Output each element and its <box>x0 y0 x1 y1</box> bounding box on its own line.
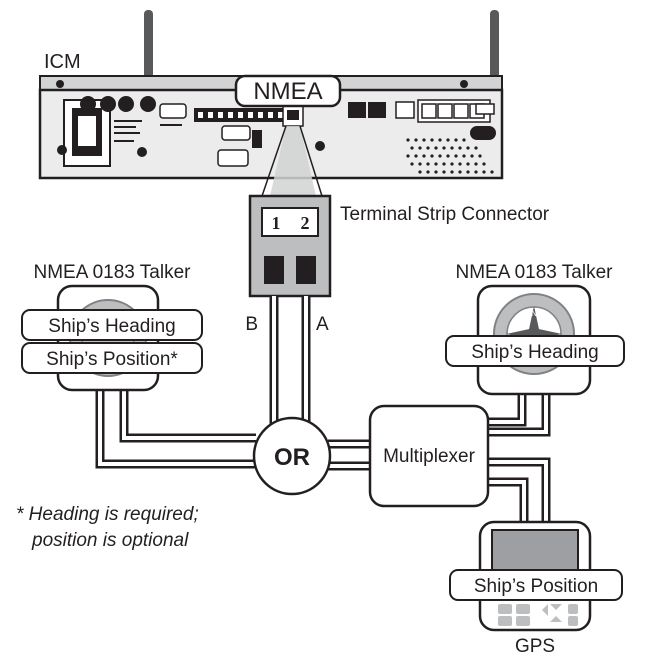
wire-a-label: A <box>316 314 329 335</box>
icm-device: ICM NMEA <box>38 10 504 180</box>
terminal-strip-connector: 1 2 Terminal Strip Connector B A <box>245 194 550 335</box>
nmea-callout-label: NMEA <box>253 78 322 105</box>
zoom-beam <box>270 126 316 196</box>
pin-2-socket <box>296 256 316 284</box>
wire-mux-link <box>328 439 372 471</box>
connector-pin-labels <box>261 207 319 237</box>
gps-device: Ship’s Position GPS <box>449 520 623 657</box>
multiplexer-box <box>368 404 490 508</box>
right-talker-title: NMEA 0183 Talker <box>455 262 613 283</box>
right-talker: NMEA 0183 Talker N Ship’s Heading <box>445 262 625 396</box>
right-sentence-heading: Ship’s Heading <box>471 342 598 363</box>
round-port-4 <box>140 96 156 112</box>
footnote-line-2: position is optional <box>31 530 189 551</box>
gps-keypad <box>498 604 578 626</box>
left-sentence-heading: Ship’s Heading <box>48 316 175 337</box>
pin-2-label: 2 <box>301 213 310 233</box>
left-sentence-heading-box <box>21 309 203 341</box>
round-port-3 <box>118 96 134 112</box>
wires <box>95 296 551 524</box>
left-sentence-position-box <box>21 342 203 374</box>
wire-b-label: B <box>245 314 258 335</box>
wire-gps <box>486 457 551 524</box>
db-port <box>159 103 187 119</box>
pin-1-socket <box>264 256 284 284</box>
round-port-2 <box>100 96 116 112</box>
left-sentence-position: Ship’s Position* <box>46 349 178 370</box>
gps-sentence-position-box <box>449 569 623 601</box>
round-port-1 <box>80 96 96 112</box>
gps-title: GPS <box>515 636 555 657</box>
footnote-line-1: * Heading is required; <box>16 504 199 525</box>
fan-grille <box>406 138 494 174</box>
serial-port-2 <box>217 149 249 167</box>
or-junction-label: OR <box>274 444 310 471</box>
antenna-left <box>144 10 153 88</box>
left-talker-title: NMEA 0183 Talker <box>33 262 191 283</box>
wire-right-talker <box>486 394 551 437</box>
serial-port-1 <box>221 125 251 141</box>
pin-1-label: 1 <box>272 213 281 233</box>
antenna-right <box>490 10 499 88</box>
multiplexer-label: Multiplexer <box>383 446 476 467</box>
nmea-callout <box>234 74 342 108</box>
ethernet-ports <box>348 99 495 123</box>
connector-title: Terminal Strip Connector <box>340 204 550 225</box>
icm-label: ICM <box>44 51 81 73</box>
left-talker: NMEA 0183 Talker Ship’s Heading Ship’s P… <box>21 262 203 392</box>
right-sentence-heading-box <box>445 335 625 367</box>
or-junction <box>252 416 332 496</box>
svg-text:N: N <box>531 309 537 318</box>
gps-sentence-position: Ship’s Position <box>474 576 598 597</box>
